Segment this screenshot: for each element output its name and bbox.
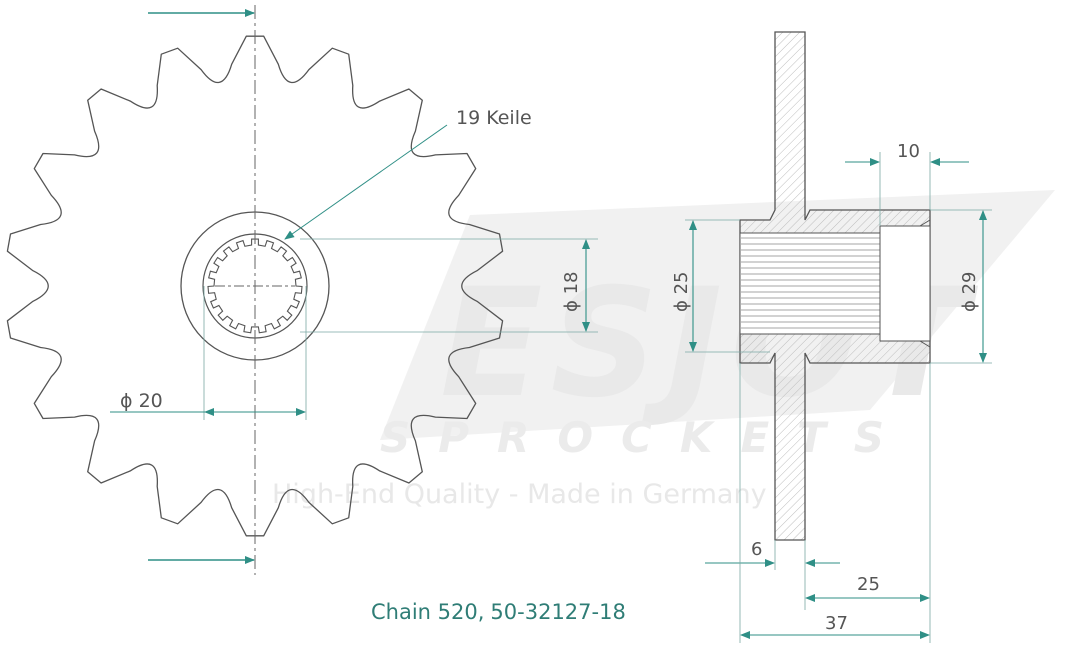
spline-label: 19 Keile [456,107,532,129]
dim-hub-len-text: 25 [857,574,880,595]
caption-part: 50-32127-18 [490,600,626,624]
dim-hub-inner-text: ϕ 25 [671,272,692,313]
section-spline-lines [741,237,880,329]
sprocket-front-view: 19 Keile ϕ 18 ϕ 20 [6,5,598,575]
watermark-sub: SPROCKETS [380,413,912,462]
caption-chain: Chain 520, [371,600,485,624]
spline-leader [284,124,448,240]
section-chamfer-bottom [919,340,931,348]
caption: Chain 520,50-32127-18 [371,600,632,624]
dim-flange-text: 6 [751,539,762,560]
dim-bore-text: ϕ 20 [120,390,163,412]
dim-total-text: 37 [825,613,848,634]
sprocket-section-view: ϕ 25 ϕ 29 10 6 25 37 [671,31,992,643]
dim-spline-text: ϕ 18 [561,272,582,313]
spline-bore [207,238,303,334]
section-chamfer-top [919,219,931,227]
section-hub-bore [879,225,931,342]
watermark: ESJOT SPROCKETS High-End Quality - Made … [272,190,1055,510]
watermark-slogan: High-End Quality - Made in Germany [272,479,767,510]
dim-hub-outer-text: ϕ 29 [959,272,980,313]
dim-collar-text: 10 [897,141,920,162]
sprocket-outline [6,35,504,537]
section-spline-bore [739,232,881,335]
